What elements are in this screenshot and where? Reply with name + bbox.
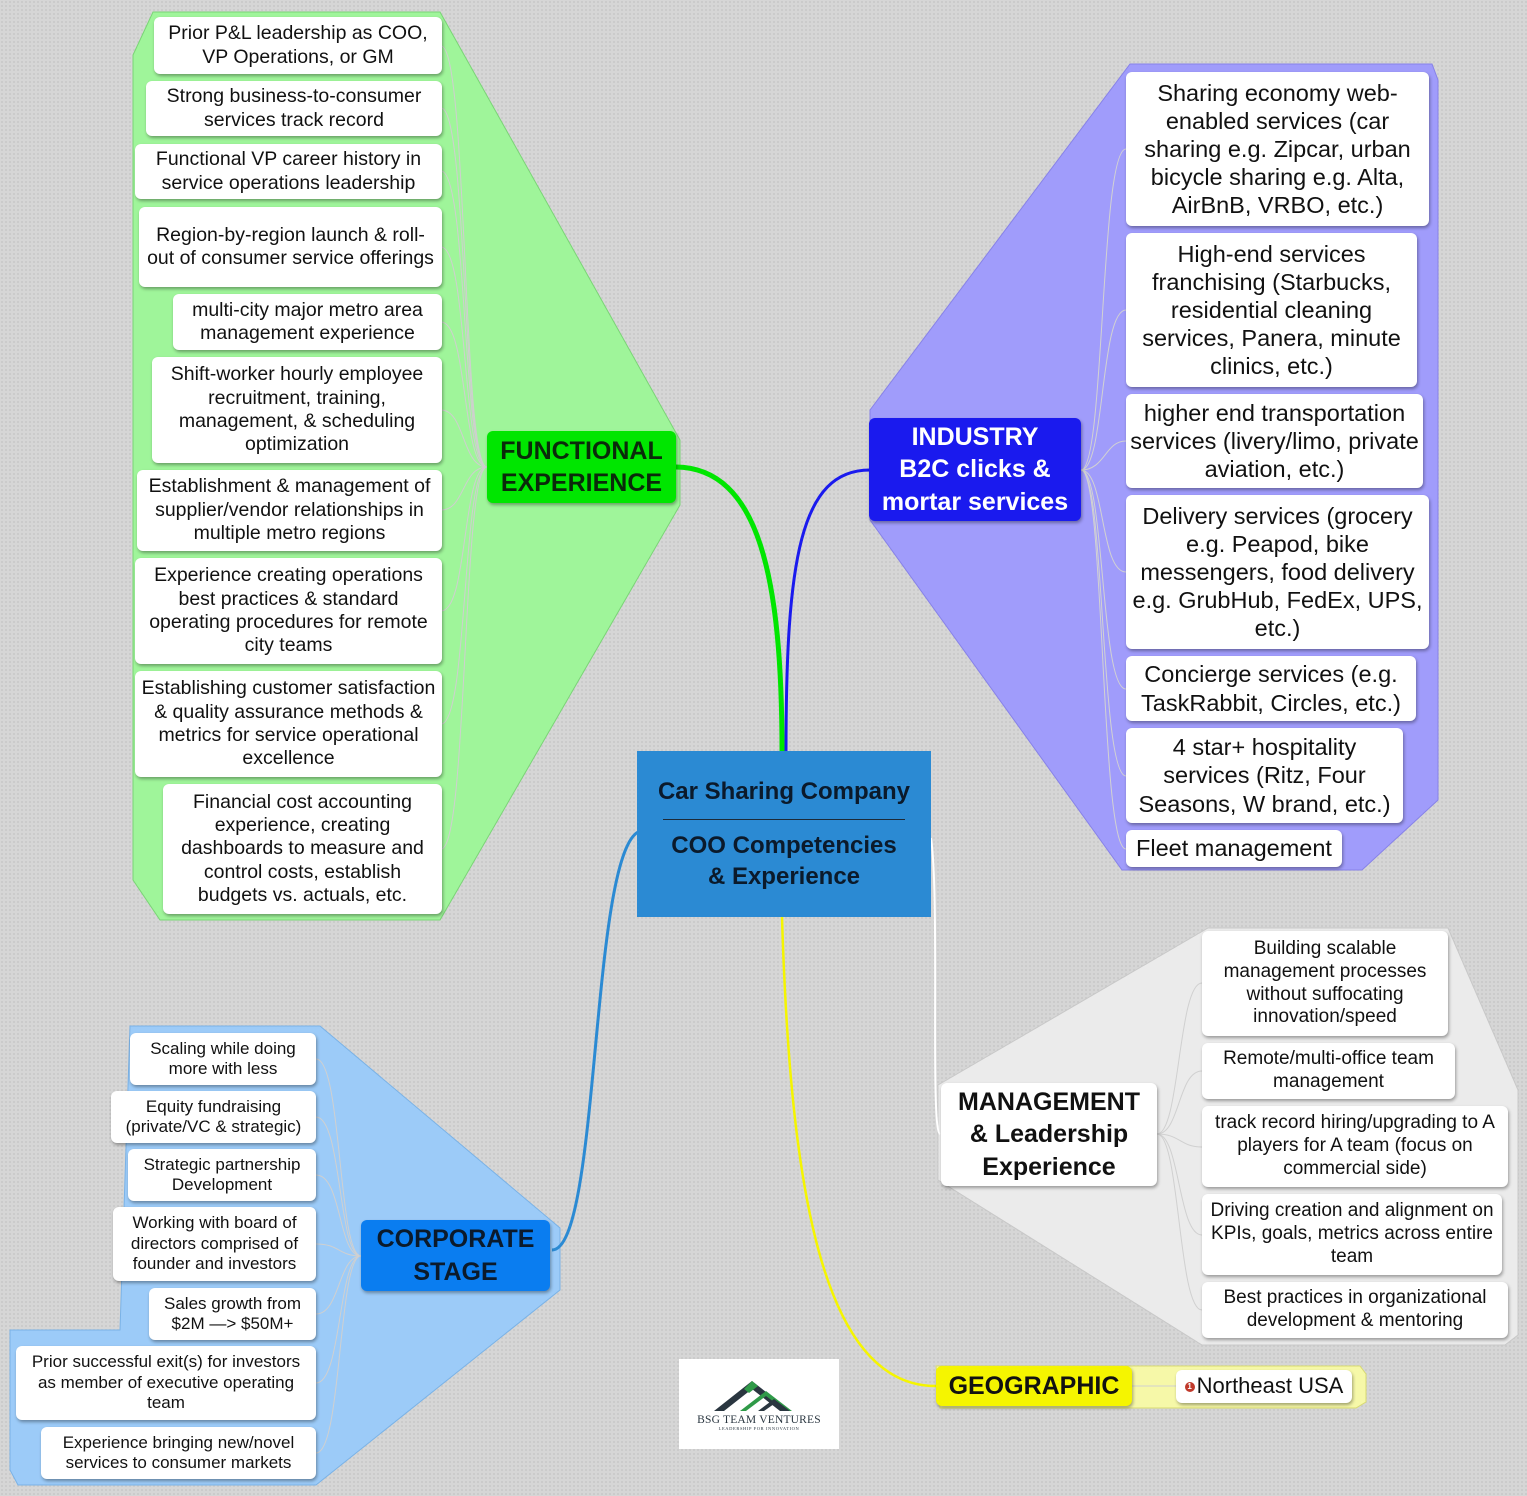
geographic-item-1[interactable]: 1 Northeast USA — [1176, 1370, 1352, 1403]
corporate-stage-node[interactable]: CORPORATE STAGE — [361, 1220, 550, 1291]
industry-item-3[interactable]: higher end transportation services (live… — [1126, 394, 1423, 488]
industry-item-7[interactable]: Fleet management — [1126, 830, 1342, 867]
industry-sub-connectors — [1080, 148, 1127, 850]
industry-item-2[interactable]: High-end services franchising (Starbucks… — [1126, 233, 1417, 387]
management-title-line2: & Leadership — [969, 1120, 1129, 1149]
corporate-sub-connectors — [315, 1058, 362, 1454]
management-item-3[interactable]: track record hiring/upgrading to A playe… — [1202, 1106, 1508, 1187]
corporate-item-6[interactable]: Prior successful exit(s) for investors a… — [16, 1346, 316, 1420]
central-title: Car Sharing Company — [657, 777, 911, 805]
management-title-line3: Experience — [982, 1152, 1116, 1181]
functional-title-line1: FUNCTIONAL — [500, 436, 663, 465]
functional-item-4[interactable]: Region-by-region launch & roll-out of co… — [139, 207, 442, 287]
geographic-item-label: Northeast USA — [1196, 1373, 1344, 1399]
central-divider — [663, 818, 905, 820]
management-item-4[interactable]: Driving creation and alignment on KPIs, … — [1202, 1194, 1502, 1275]
management-item-2[interactable]: Remote/multi-office team management — [1202, 1043, 1455, 1099]
management-sub-connectors — [1156, 982, 1203, 1311]
corporate-item-7[interactable]: Experience bringing new/novel services t… — [41, 1427, 316, 1479]
industry-item-6[interactable]: 4 star+ hospitality services (Ritz, Four… — [1126, 728, 1403, 823]
corporate-item-4[interactable]: Working with board of directors comprise… — [113, 1207, 316, 1281]
industry-title-line2: B2C clicks & — [899, 455, 1051, 484]
geographic-connector — [780, 916, 937, 1388]
functional-item-6[interactable]: Shift-worker hourly employee recruitment… — [152, 357, 442, 463]
corporate-item-3[interactable]: Strategic partnership Development — [128, 1149, 316, 1201]
corporate-item-1[interactable]: Scaling while doing more with less — [130, 1033, 316, 1085]
management-item-1[interactable]: Building scalable management processes w… — [1202, 931, 1448, 1036]
logo-tagline: LEADERSHIP FOR INNOVATION — [718, 1426, 800, 1431]
functional-item-10[interactable]: Financial cost accounting experience, cr… — [163, 784, 442, 914]
functional-item-5[interactable]: multi-city major metro area management e… — [173, 294, 442, 350]
functional-item-3[interactable]: Functional VP career history in service … — [135, 144, 442, 199]
corporate-connector — [551, 830, 639, 1252]
industry-title-line3: mortar services — [881, 487, 1069, 516]
bsg-team-ventures-logo: BSG TEAM VENTURES LEADERSHIP FOR INNOVAT… — [679, 1359, 839, 1449]
industry-item-4[interactable]: Delivery services (grocery e.g. Peapod, … — [1126, 495, 1429, 649]
logo-brand-name: BSG TEAM VENTURES — [697, 1414, 821, 1426]
central-subtitle-line2: & Experience — [707, 863, 861, 891]
management-node[interactable]: MANAGEMENT & Leadership Experience — [941, 1083, 1157, 1186]
functional-connector — [675, 464, 785, 753]
corporate-item-2[interactable]: Equity fundraising (private/VC & strateg… — [111, 1091, 316, 1143]
priority-1-icon: 1 — [1184, 1381, 1195, 1392]
management-connector — [930, 837, 941, 1135]
functional-item-8[interactable]: Experience creating operations best prac… — [135, 558, 442, 664]
industry-item-5[interactable]: Concierge services (e.g. TaskRabbit, Cir… — [1126, 656, 1416, 721]
management-item-5[interactable]: Best practices in organizational develop… — [1202, 1282, 1508, 1338]
geographic-node[interactable]: GEOGRAPHIC — [936, 1366, 1132, 1406]
functional-sub-connectors — [440, 45, 488, 850]
functional-item-2[interactable]: Strong business-to-consumer services tra… — [146, 81, 442, 136]
industry-connector — [784, 468, 871, 753]
industry-node[interactable]: INDUSTRY B2C clicks & mortar services — [869, 418, 1081, 521]
industry-item-1[interactable]: Sharing economy web-enabled services (ca… — [1126, 72, 1429, 226]
functional-item-7[interactable]: Establishment & management of supplier/v… — [137, 470, 442, 551]
central-topic-node[interactable]: Car Sharing Company COO Competencies & E… — [637, 751, 931, 917]
mountain-logo-icon — [714, 1381, 792, 1411]
functional-item-1[interactable]: Prior P&L leadership as COO, VP Operatio… — [154, 17, 442, 74]
geographic-title: GEOGRAPHIC — [948, 1371, 1120, 1400]
corporate-item-5[interactable]: Sales growth from $2M —> $50M+ — [149, 1288, 316, 1340]
management-title-line1: MANAGEMENT — [958, 1087, 1140, 1116]
central-subtitle-line1: COO Competencies — [671, 831, 897, 859]
corporate-title-line2: STAGE — [413, 1257, 498, 1286]
functional-title-line2: EXPERIENCE — [500, 469, 663, 497]
functional-item-9[interactable]: Establishing customer satisfaction & qua… — [135, 671, 442, 777]
functional-experience-node[interactable]: FUNCTIONAL EXPERIENCE — [487, 431, 676, 503]
corporate-title-line1: CORPORATE — [376, 1225, 535, 1253]
industry-title-line1: INDUSTRY — [911, 422, 1039, 451]
